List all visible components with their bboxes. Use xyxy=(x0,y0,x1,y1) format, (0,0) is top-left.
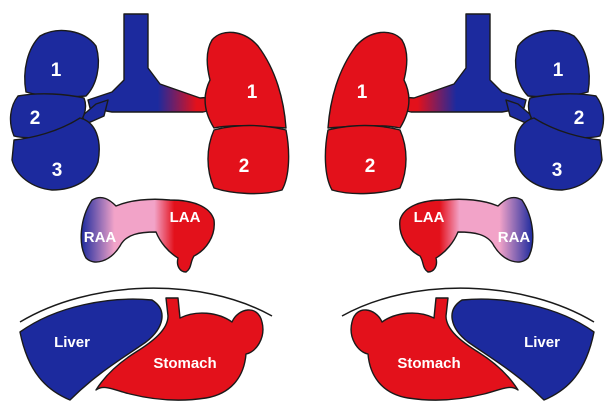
lobe-label-3: 3 xyxy=(552,160,563,181)
liver-label: Liver xyxy=(54,334,90,351)
lobe-label-2: 2 xyxy=(30,108,41,129)
left-lung-left-panel: 1 2 xyxy=(205,32,289,193)
left-panel: 1 2 3 1 2 RAA LAA Liver Stomach xyxy=(11,14,289,400)
liver-label: Liver xyxy=(524,334,560,351)
lobe-label-2: 2 xyxy=(365,156,376,177)
raa-label: RAA xyxy=(84,229,117,246)
stomach-label: Stomach xyxy=(153,355,216,372)
lobe-label-3: 3 xyxy=(52,160,63,181)
lobe-label-1: 1 xyxy=(553,60,564,81)
atrial-appendages-left-panel: RAA LAA xyxy=(81,198,214,272)
lobe-1 xyxy=(205,32,286,128)
laa-label: LAA xyxy=(414,209,445,226)
right-lung-left-panel: 1 2 3 xyxy=(11,31,100,190)
lobe-label-1: 1 xyxy=(247,82,258,103)
lobe-label-1: 1 xyxy=(51,60,62,81)
lobe-label-2: 2 xyxy=(239,156,250,177)
lobe-label-1: 1 xyxy=(357,82,368,103)
lobe-label-2: 2 xyxy=(574,108,585,129)
raa-label: RAA xyxy=(498,229,531,246)
laa-label: LAA xyxy=(170,209,201,226)
stomach-label: Stomach xyxy=(397,355,460,372)
lobe-1 xyxy=(25,31,99,97)
